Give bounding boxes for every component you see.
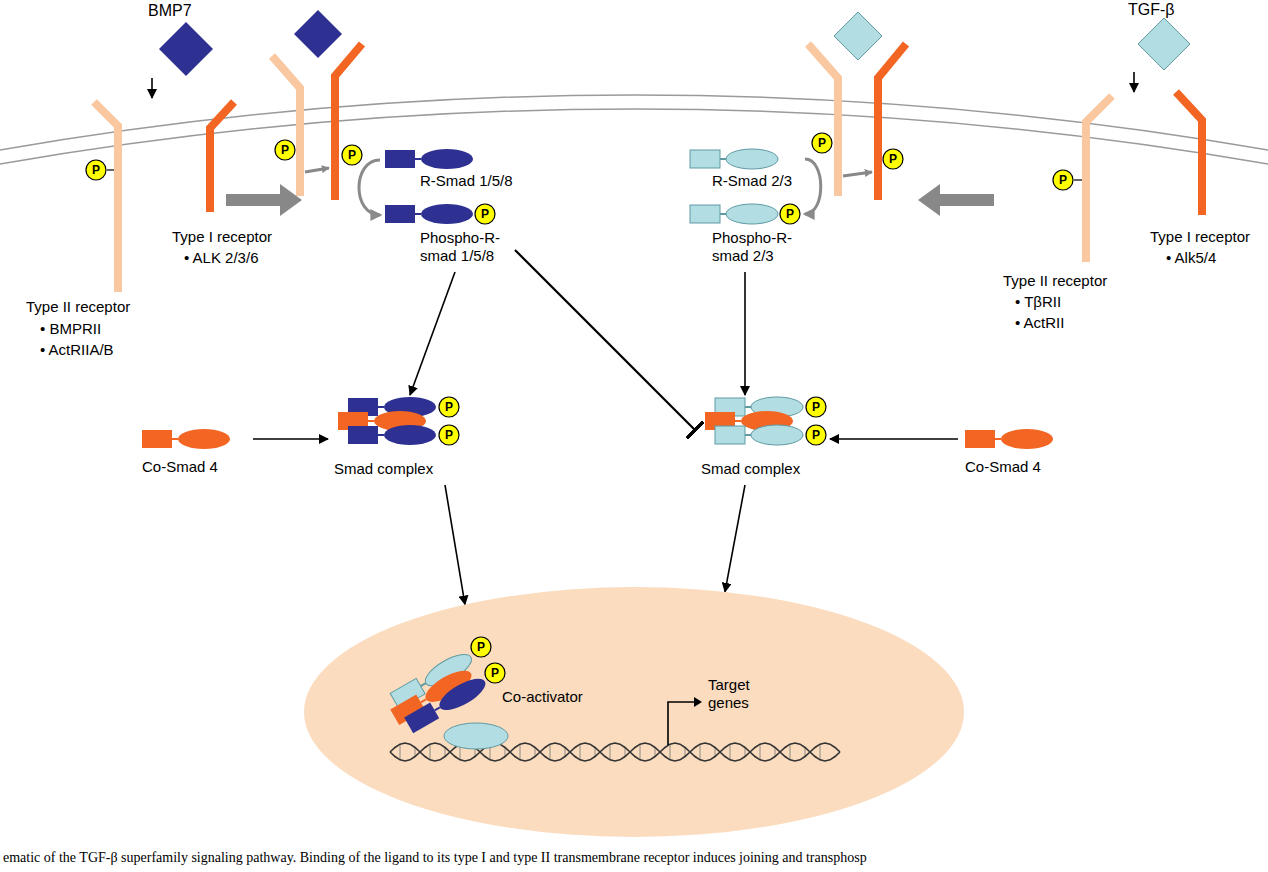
node-label: • BMPRII: [40, 320, 101, 338]
node-label: R-Smad 1/5/8: [420, 172, 513, 190]
node-label: Co-activator: [502, 688, 583, 706]
node-label: • ActRII: [1015, 314, 1064, 332]
phosphate-circle: P: [805, 396, 827, 418]
signal-arrow: [744, 272, 746, 395]
node-label: Co-Smad 4: [142, 458, 218, 476]
phosphate-circle: P: [882, 148, 904, 170]
phosphate-circle: P: [274, 139, 296, 161]
nucleus: Target genes Co-activator PP: [304, 587, 964, 837]
node-label: • Alk5/4: [1166, 249, 1216, 267]
node-label: • TβRII: [1015, 293, 1061, 311]
signal-arrow: [253, 438, 328, 440]
phosphate-label: P: [85, 159, 107, 181]
ligand-diamond: TGF-β: [1126, 0, 1196, 72]
bound-ligand: [294, 10, 342, 58]
node-label: Type II receptor: [26, 298, 130, 316]
phosphate-circle: P: [85, 159, 107, 181]
phosphate-circle: P: [438, 424, 460, 446]
phosphate-label: P: [341, 144, 363, 166]
phospho-r-smad: Phospho-R- smad 2/3 P: [685, 200, 805, 272]
phosphate-circle: P: [341, 144, 363, 166]
signal-arrow: [1133, 72, 1135, 92]
node-label: Type I receptor: [1150, 228, 1250, 246]
node-label: Co-Smad 4: [965, 458, 1041, 476]
co-smad: Co-Smad 4: [138, 420, 253, 482]
co-activator: Co-activator: [440, 686, 590, 752]
phosphate-label: P: [474, 203, 496, 225]
node-label: Target genes: [708, 676, 766, 712]
phosphate-label: P: [470, 636, 492, 658]
co-smad: Co-Smad 4: [958, 420, 1068, 482]
node-label: Phospho-R- smad 1/5/8: [420, 229, 512, 265]
active-receptor-pair: [272, 44, 906, 200]
node-label: Smad complex: [701, 460, 800, 478]
inhibition-line: [515, 250, 695, 430]
phosphate-circle: P: [779, 203, 801, 225]
phosphate-circle: P: [470, 636, 492, 658]
phosphate-label: P: [779, 203, 801, 225]
cell-membrane: [0, 95, 1268, 164]
phosphate-label: P: [805, 396, 827, 418]
type-ii-receptor: Type II receptor • TβRII • ActRII P: [1000, 92, 1142, 337]
phosphate-circle: P: [474, 203, 496, 225]
smad-complex: Smad complex PP: [695, 395, 830, 485]
node-label: • ALK 2/3/6: [184, 249, 258, 267]
phosphorylation-arrow: [805, 159, 821, 214]
node-label: Smad complex: [334, 460, 433, 478]
nucleus-shape: [304, 587, 964, 837]
signal-arrow: [445, 485, 465, 605]
smad-complex: Smad complex PP: [328, 395, 463, 485]
phosphate-circle: P: [811, 132, 833, 154]
node-label: R-Smad 2/3: [712, 172, 792, 190]
phosphate-label: P: [438, 424, 460, 446]
node-label: • ActRIIA/B: [40, 341, 114, 359]
phosphate-circle: P: [1052, 169, 1074, 191]
signal-arrow: [830, 438, 958, 440]
phosphate-label: P: [484, 662, 506, 684]
signal-arrow: [151, 78, 153, 98]
phosphate-label: P: [438, 396, 460, 418]
node-label: Type I receptor: [172, 228, 272, 246]
phosphate-label: P: [811, 132, 833, 154]
phosphorylation-arrow: [359, 160, 380, 215]
phosphate-circle: P: [484, 662, 506, 684]
node-label: Type II receptor: [1003, 272, 1107, 290]
phosphate-label: P: [1052, 169, 1074, 191]
phosphate-circle: P: [438, 396, 460, 418]
figure-caption: ematic of the TGF-β superfamily signalin…: [3, 850, 867, 866]
node-label: BMP7: [148, 1, 192, 20]
bound-ligand: [834, 12, 882, 60]
node-label: Phospho-R- smad 2/3: [712, 229, 804, 265]
r-smad: R-Smad 2/3: [685, 146, 805, 196]
r-smad: R-Smad 1/5/8: [380, 146, 515, 196]
type-i-receptor-shape: [168, 98, 290, 272]
phosphate-label: P: [882, 148, 904, 170]
signal-arrow: [410, 272, 455, 395]
activation-arrow: [226, 184, 994, 216]
ligand-diamond: BMP7: [146, 0, 216, 78]
type-i-receptor: Type I receptor • ALK 2/3/6: [168, 98, 290, 272]
phosphate-label: P: [274, 139, 296, 161]
node-label: TGF-β: [1128, 0, 1175, 19]
phosphate-label: P: [805, 424, 827, 446]
phospho-r-smad: Phospho-R- smad 1/5/8 P: [380, 200, 515, 272]
signal-arrow: [725, 485, 745, 592]
type-i-receptor: Type I receptor • Alk5/4: [1148, 88, 1263, 272]
phosphate-circle: P: [805, 424, 827, 446]
type-ii-receptor: Type II receptor • BMPRII • ActRIIA/B P: [22, 98, 162, 362]
